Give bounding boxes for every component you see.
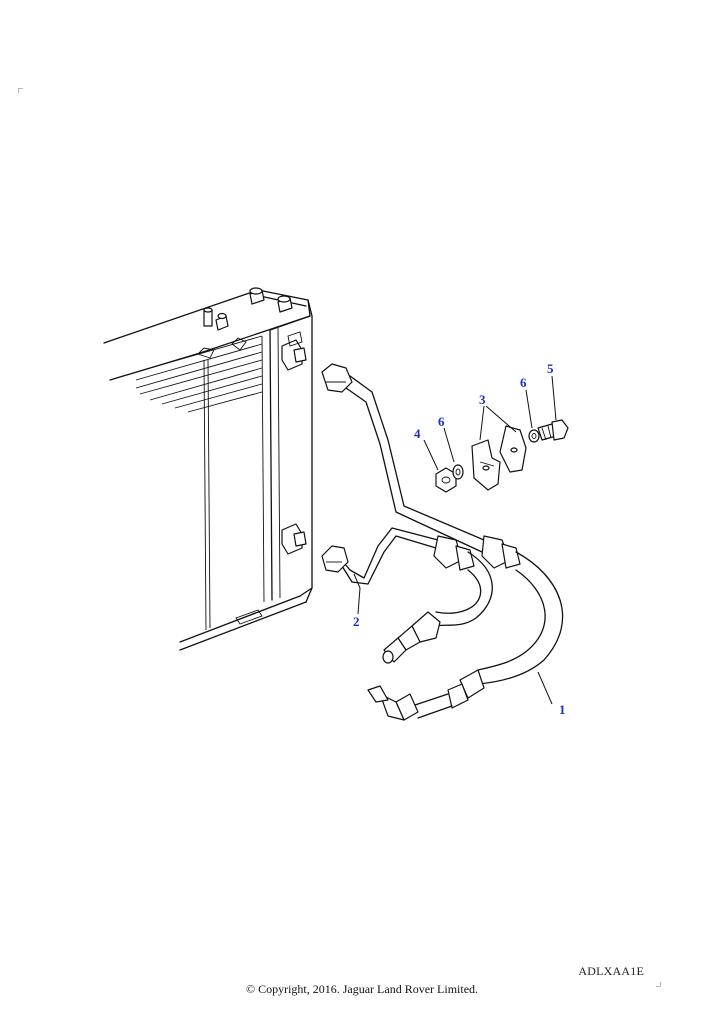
callout-3: 3: [479, 392, 486, 407]
bolt-5: [537, 419, 569, 441]
callout-2: 2: [353, 614, 360, 629]
washer-6-left: [452, 464, 464, 480]
callout-1: 1: [559, 702, 566, 717]
callout-5: 5: [547, 361, 554, 376]
callout-4: 4: [414, 426, 421, 441]
copyright-notice: © Copyright, 2016. Jaguar Land Rover Lim…: [245, 982, 479, 996]
callout-6-left: 6: [438, 414, 445, 429]
pipe-clip-3: [471, 425, 527, 491]
crop-mark-top-left: [18, 88, 23, 93]
cooler-pipe-1: [321, 363, 564, 721]
diagram-reference-code: ADLXAA1E: [578, 964, 644, 978]
radiator-assembly: [103, 287, 313, 651]
crop-mark-bottom-right: [656, 982, 661, 987]
leader-lines: [353, 375, 557, 705]
washer-6-right: [528, 429, 540, 443]
callout-6-right: 6: [520, 375, 527, 390]
cooler-pipe-2: [321, 527, 493, 664]
nut-4: [435, 467, 457, 493]
